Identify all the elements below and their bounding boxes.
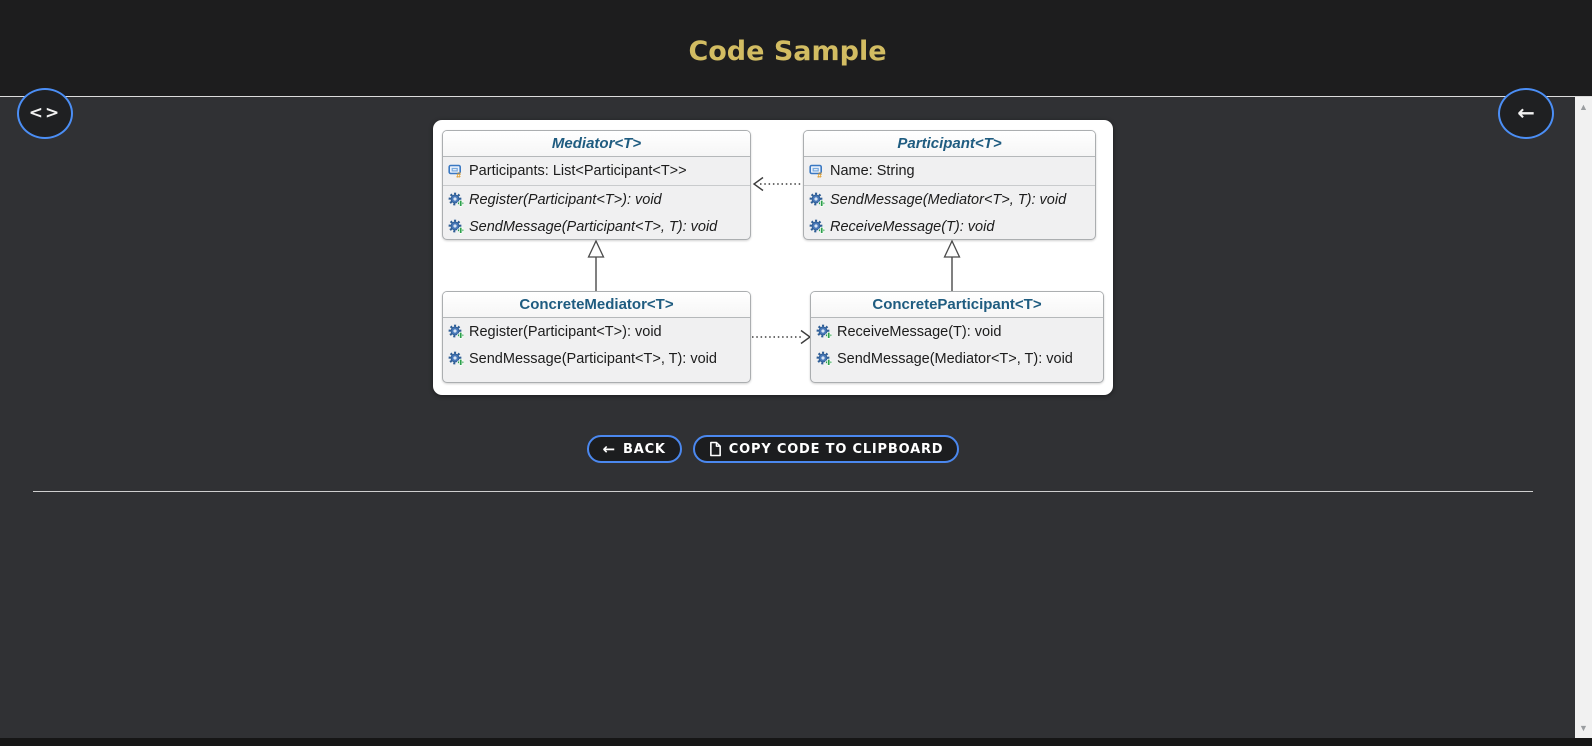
method-row: SendMessage(Participant<T>, T): void [443, 213, 750, 239]
gear-add-icon [448, 192, 464, 208]
gear-add-icon [448, 351, 464, 367]
back-button-label: BACK [623, 441, 666, 457]
gear-add-icon [448, 219, 464, 235]
svg-text:#: # [456, 170, 461, 179]
gear-add-icon [816, 324, 832, 340]
field-text: Name: String [830, 163, 915, 179]
class-box-participant: Participant<T> # Name: String SendMessag… [803, 130, 1096, 240]
class-title: ConcreteParticipant<T> [811, 292, 1103, 318]
back-button[interactable]: ← BACK [586, 435, 682, 463]
generalization-arrow-participant [943, 239, 961, 292]
copy-button-label: COPY CODE TO CLIPBOARD [728, 441, 944, 457]
class-title: Participant<T> [804, 131, 1095, 157]
code-brackets-icon: <> [28, 103, 62, 123]
scrollbar-track[interactable]: ▲ ▼ [1575, 97, 1592, 738]
scroll-up-button[interactable]: ▲ [1579, 102, 1588, 112]
generalization-arrow-mediator [587, 239, 605, 292]
field-icon: # [448, 163, 464, 179]
class-box-concrete-mediator: ConcreteMediator<T> Register(Participant… [442, 291, 751, 383]
field-row: # Name: String [804, 157, 1095, 185]
method-row: SendMessage(Mediator<T>, T): void [804, 186, 1095, 213]
gear-add-icon [448, 324, 464, 340]
action-buttons-row: ← BACK COPY CODE TO CLIPBOARD [433, 435, 1113, 463]
svg-text:#: # [817, 170, 822, 179]
bottom-edge [0, 738, 1592, 746]
app-header: Code Sample [0, 0, 1592, 97]
method-row: ReceiveMessage(T): void [811, 318, 1103, 345]
method-row: SendMessage(Participant<T>, T): void [443, 345, 750, 372]
member-separator [804, 185, 1095, 186]
method-text: ReceiveMessage(T): void [830, 218, 995, 235]
method-row: Register(Participant<T>): void [443, 186, 750, 213]
arrow-left-icon: ← [602, 439, 616, 458]
field-text: Participants: List<Participant<T>> [469, 163, 687, 179]
class-box-concrete-participant: ConcreteParticipant<T> ReceiveMessage(T)… [810, 291, 1104, 383]
method-text: SendMessage(Participant<T>, T): void [469, 350, 717, 367]
method-text: SendMessage(Mediator<T>, T): void [837, 350, 1073, 367]
class-box-mediator: Mediator<T> # Participants: List<Partici… [442, 130, 751, 240]
method-row: Register(Participant<T>): void [443, 318, 750, 345]
content-area: Mediator<T> # Participants: List<Partici… [0, 98, 1575, 738]
method-text: Register(Participant<T>): void [469, 191, 662, 208]
uml-diagram-panel: Mediator<T> # Participants: List<Partici… [433, 120, 1113, 395]
dependency-arrow-top [752, 176, 803, 192]
arrow-left-icon: ← [1517, 101, 1535, 125]
nav-back-button[interactable]: ← [1498, 88, 1554, 139]
member-separator [443, 185, 750, 186]
method-text: ReceiveMessage(T): void [837, 323, 1002, 340]
method-text: SendMessage(Participant<T>, T): void [469, 218, 718, 235]
field-row: # Participants: List<Participant<T>> [443, 157, 750, 185]
field-icon: # [809, 163, 825, 179]
view-code-button[interactable]: <> [17, 88, 73, 139]
class-title: ConcreteMediator<T> [443, 292, 750, 318]
scroll-down-button[interactable]: ▼ [1579, 723, 1588, 733]
method-row: SendMessage(Mediator<T>, T): void [811, 345, 1103, 372]
page-title: Code Sample [688, 36, 887, 67]
file-icon [709, 441, 722, 457]
copy-code-button[interactable]: COPY CODE TO CLIPBOARD [692, 435, 960, 463]
gear-add-icon [809, 219, 825, 235]
gear-add-icon [809, 192, 825, 208]
dependency-arrow-bottom [752, 329, 812, 345]
method-text: Register(Participant<T>): void [469, 323, 662, 340]
class-title: Mediator<T> [443, 131, 750, 157]
method-row: ReceiveMessage(T): void [804, 213, 1095, 239]
gear-add-icon [816, 351, 832, 367]
divider-line [33, 491, 1533, 492]
method-text: SendMessage(Mediator<T>, T): void [830, 191, 1067, 208]
